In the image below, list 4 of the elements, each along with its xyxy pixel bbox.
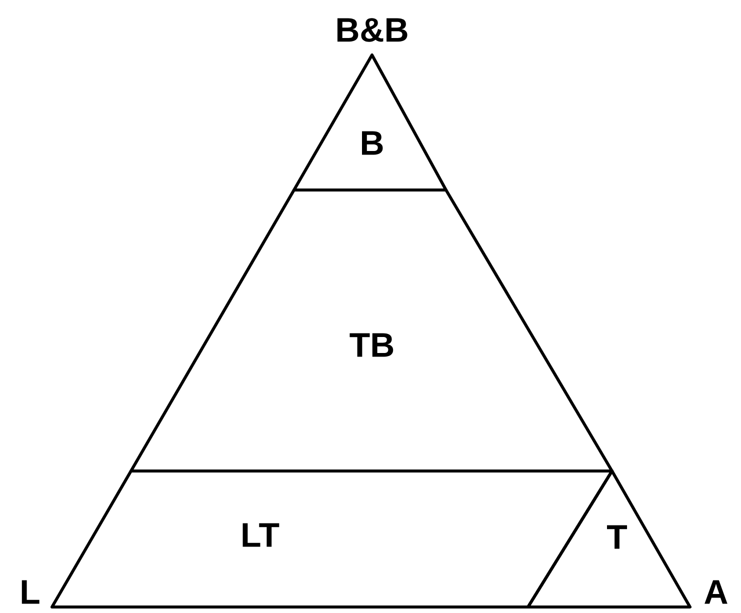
triangle-region: TB xyxy=(130,188,614,472)
triangle-region: B xyxy=(292,54,448,192)
triangle-region: T xyxy=(526,470,692,608)
corner-label: A xyxy=(704,580,728,604)
